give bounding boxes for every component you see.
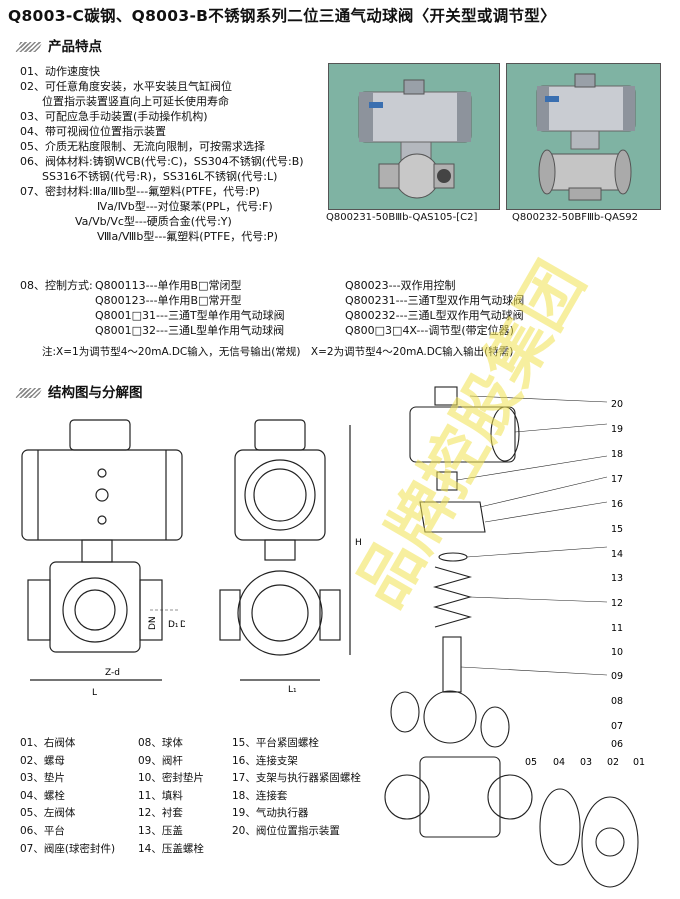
photo-caption-1: Q800231-50BⅢb-QAS105-[C2] (326, 212, 478, 223)
control-list-right: Q80023---双作用控制 Q800231---三通T型双作用气动球阀 Q8002… (345, 278, 524, 338)
callout-number: 10 (611, 647, 623, 658)
control-item: Q8001□31---三通T型单作用气动球阀 (95, 309, 285, 322)
dim-label-l: L (92, 688, 97, 698)
callout-number: 01 (633, 757, 645, 768)
control-item: Q800231---三通T型双作用气动球阀 (345, 294, 525, 307)
callout-number: 05 (525, 757, 537, 768)
callout-number: 16 (611, 499, 623, 510)
photo-caption-2: Q800232-50BFⅢb-QAS92 (512, 212, 638, 223)
part-item: 10、密封垫片 (138, 772, 204, 785)
part-item: 03、垫片 (20, 772, 65, 785)
callout-number: 02 (607, 757, 619, 768)
side-view-drawing: H L₁ (219, 419, 362, 695)
control-item: Q8001□32---三通L型单作用气动球阀 (95, 324, 285, 337)
part-item: 13、压盖 (138, 824, 183, 837)
part-item: 15、平台紧固螺栓 (232, 737, 319, 749)
feature-item: 02、可任意角度安装，水平安装且气缸阀位 (20, 80, 232, 93)
part-item: 11、填料 (138, 789, 183, 802)
feature-item: 03、可配应急手动装置(手动操作机构) (20, 110, 208, 123)
callout-number: 06 (611, 739, 623, 750)
control-item: Q800232---三通L型双作用气动球阀 (345, 309, 524, 322)
callout-number: 19 (611, 424, 623, 435)
control-label: 08、控制方式: (20, 279, 93, 292)
part-item: 05、左阀体 (20, 807, 76, 820)
front-view-drawing: DN D₁ D Z-d L (21, 419, 185, 698)
callout-number: 04 (553, 757, 565, 768)
callout-number: 14 (611, 549, 623, 560)
feature-item: Va/Vb/Vc型---硬质合金(代号:Y) (20, 215, 232, 228)
section-marker-icon (15, 388, 43, 398)
parts-list-col3: 15、平台紧固螺栓 16、连接支架 17、支架与执行器紧固螺栓 18、连接套 19、气动… (232, 735, 361, 841)
dim-label-l1: L₁ (288, 685, 297, 695)
feature-item: Ⅷa/Ⅷb型---氟塑料(PTFE，代号:P) (20, 230, 278, 243)
callout-number: 11 (611, 623, 623, 634)
callout-number: 07 (611, 721, 623, 732)
part-item: 07、阀座(球密封件) (20, 842, 116, 855)
callout-number: 18 (611, 449, 623, 460)
section-heading-features: 产品特点 (15, 35, 102, 55)
feature-item: SS316不锈钢(代号:R)，SS316L不锈钢(代号:L) (20, 170, 278, 183)
part-item: 08、球体 (138, 737, 183, 749)
part-item: 04、螺栓 (20, 789, 65, 802)
dim-label-d: D (180, 620, 185, 630)
feature-item: Ⅳa/Ⅳb型---对位聚苯(PPL，代号:F) (20, 200, 273, 213)
parts-list-col1: 01、右阀体 02、螺母 03、垫片 04、螺栓 05、左阀体 06、平台 07、阀座(球密… (20, 735, 115, 858)
part-item: 02、螺母 (20, 754, 65, 767)
part-item: 06、平台 (20, 824, 65, 837)
feature-item: 06、阀体材料:铸钢WCB(代号:C)，SS304不锈钢(代号:B) (20, 155, 304, 168)
part-item: 19、气动执行器 (232, 807, 309, 820)
feature-item: 05、介质无粘度限制、无流向限制，可按需求选择 (20, 140, 265, 153)
section-marker-icon (15, 42, 43, 52)
product-photo-1 (328, 63, 500, 210)
feature-item: 位置指示装置竖直向上可延长使用寿命 (20, 95, 229, 108)
part-item: 18、连接套 (232, 789, 288, 802)
dim-label-h: H (355, 538, 362, 548)
callout-number: 17 (611, 474, 623, 485)
section-heading-text: 产品特点 (48, 39, 102, 55)
note-text: 注:X=1为调节型4～20mA.DC输入，无信号输出(常规) X=2为调节型4～… (42, 346, 514, 358)
part-item: 20、阀位位置指示装置 (232, 824, 340, 837)
section-heading-structure: 结构图与分解图 (15, 381, 143, 401)
features-list: 01、动作速度快 02、可任意角度安装，水平安装且气缸阀位 位置指示装置竖直向上可… (20, 64, 304, 244)
control-item: Q800113---单作用B□常闭型 (95, 279, 242, 292)
parts-list-col2: 08、球体 09、阀杆 10、密封垫片 11、填料 12、衬套 13、压盖 14、压盖螺栓 (138, 735, 204, 858)
callout-number: 12 (611, 598, 623, 609)
control-list-left: Q800113---单作用B□常闭型 Q800123---单作用B□常开型 Q800… (95, 278, 285, 338)
feature-item: 07、密封材料:Ⅲa/Ⅲb型---氟塑料(PTFE，代号:P) (20, 185, 260, 198)
section-heading-text: 结构图与分解图 (48, 385, 143, 401)
callout-number: 15 (611, 524, 623, 535)
exploded-view-drawing: 20 19 18 17 16 15 14 13 12 11 10 09 08 07 06 05 04 03 02 0… (384, 386, 645, 888)
callout-number: 20 (611, 399, 623, 410)
dim-label-dn: DN (148, 616, 158, 630)
product-photo-2 (506, 63, 661, 210)
feature-item: 04、带可视阀位位置指示装置 (20, 125, 166, 138)
part-item: 12、衬套 (138, 807, 183, 820)
dim-label-zd: Z-d (105, 668, 120, 678)
part-item: 14、压盖螺栓 (138, 842, 204, 855)
feature-item: 01、动作速度快 (20, 65, 100, 78)
callout-number: 03 (580, 757, 592, 768)
page-title: Q8003-C碳钢、Q8003-B不锈钢系列二位三通气动球阀〈开关型或调节型〉 (8, 7, 556, 25)
part-item: 09、阀杆 (138, 754, 183, 767)
control-item: Q800123---单作用B□常开型 (95, 294, 242, 307)
control-item: Q800□3□4X---调节型(带定位器) (345, 324, 514, 337)
callout-number: 13 (611, 573, 623, 584)
callout-number: 09 (611, 671, 623, 682)
dim-label-d1: D₁ (168, 620, 179, 630)
part-item: 16、连接支架 (232, 754, 298, 767)
part-item: 01、右阀体 (20, 737, 76, 749)
callout-number: 08 (611, 696, 623, 707)
control-item: Q80023---双作用控制 (345, 279, 456, 292)
part-item: 17、支架与执行器紧固螺栓 (232, 772, 361, 785)
